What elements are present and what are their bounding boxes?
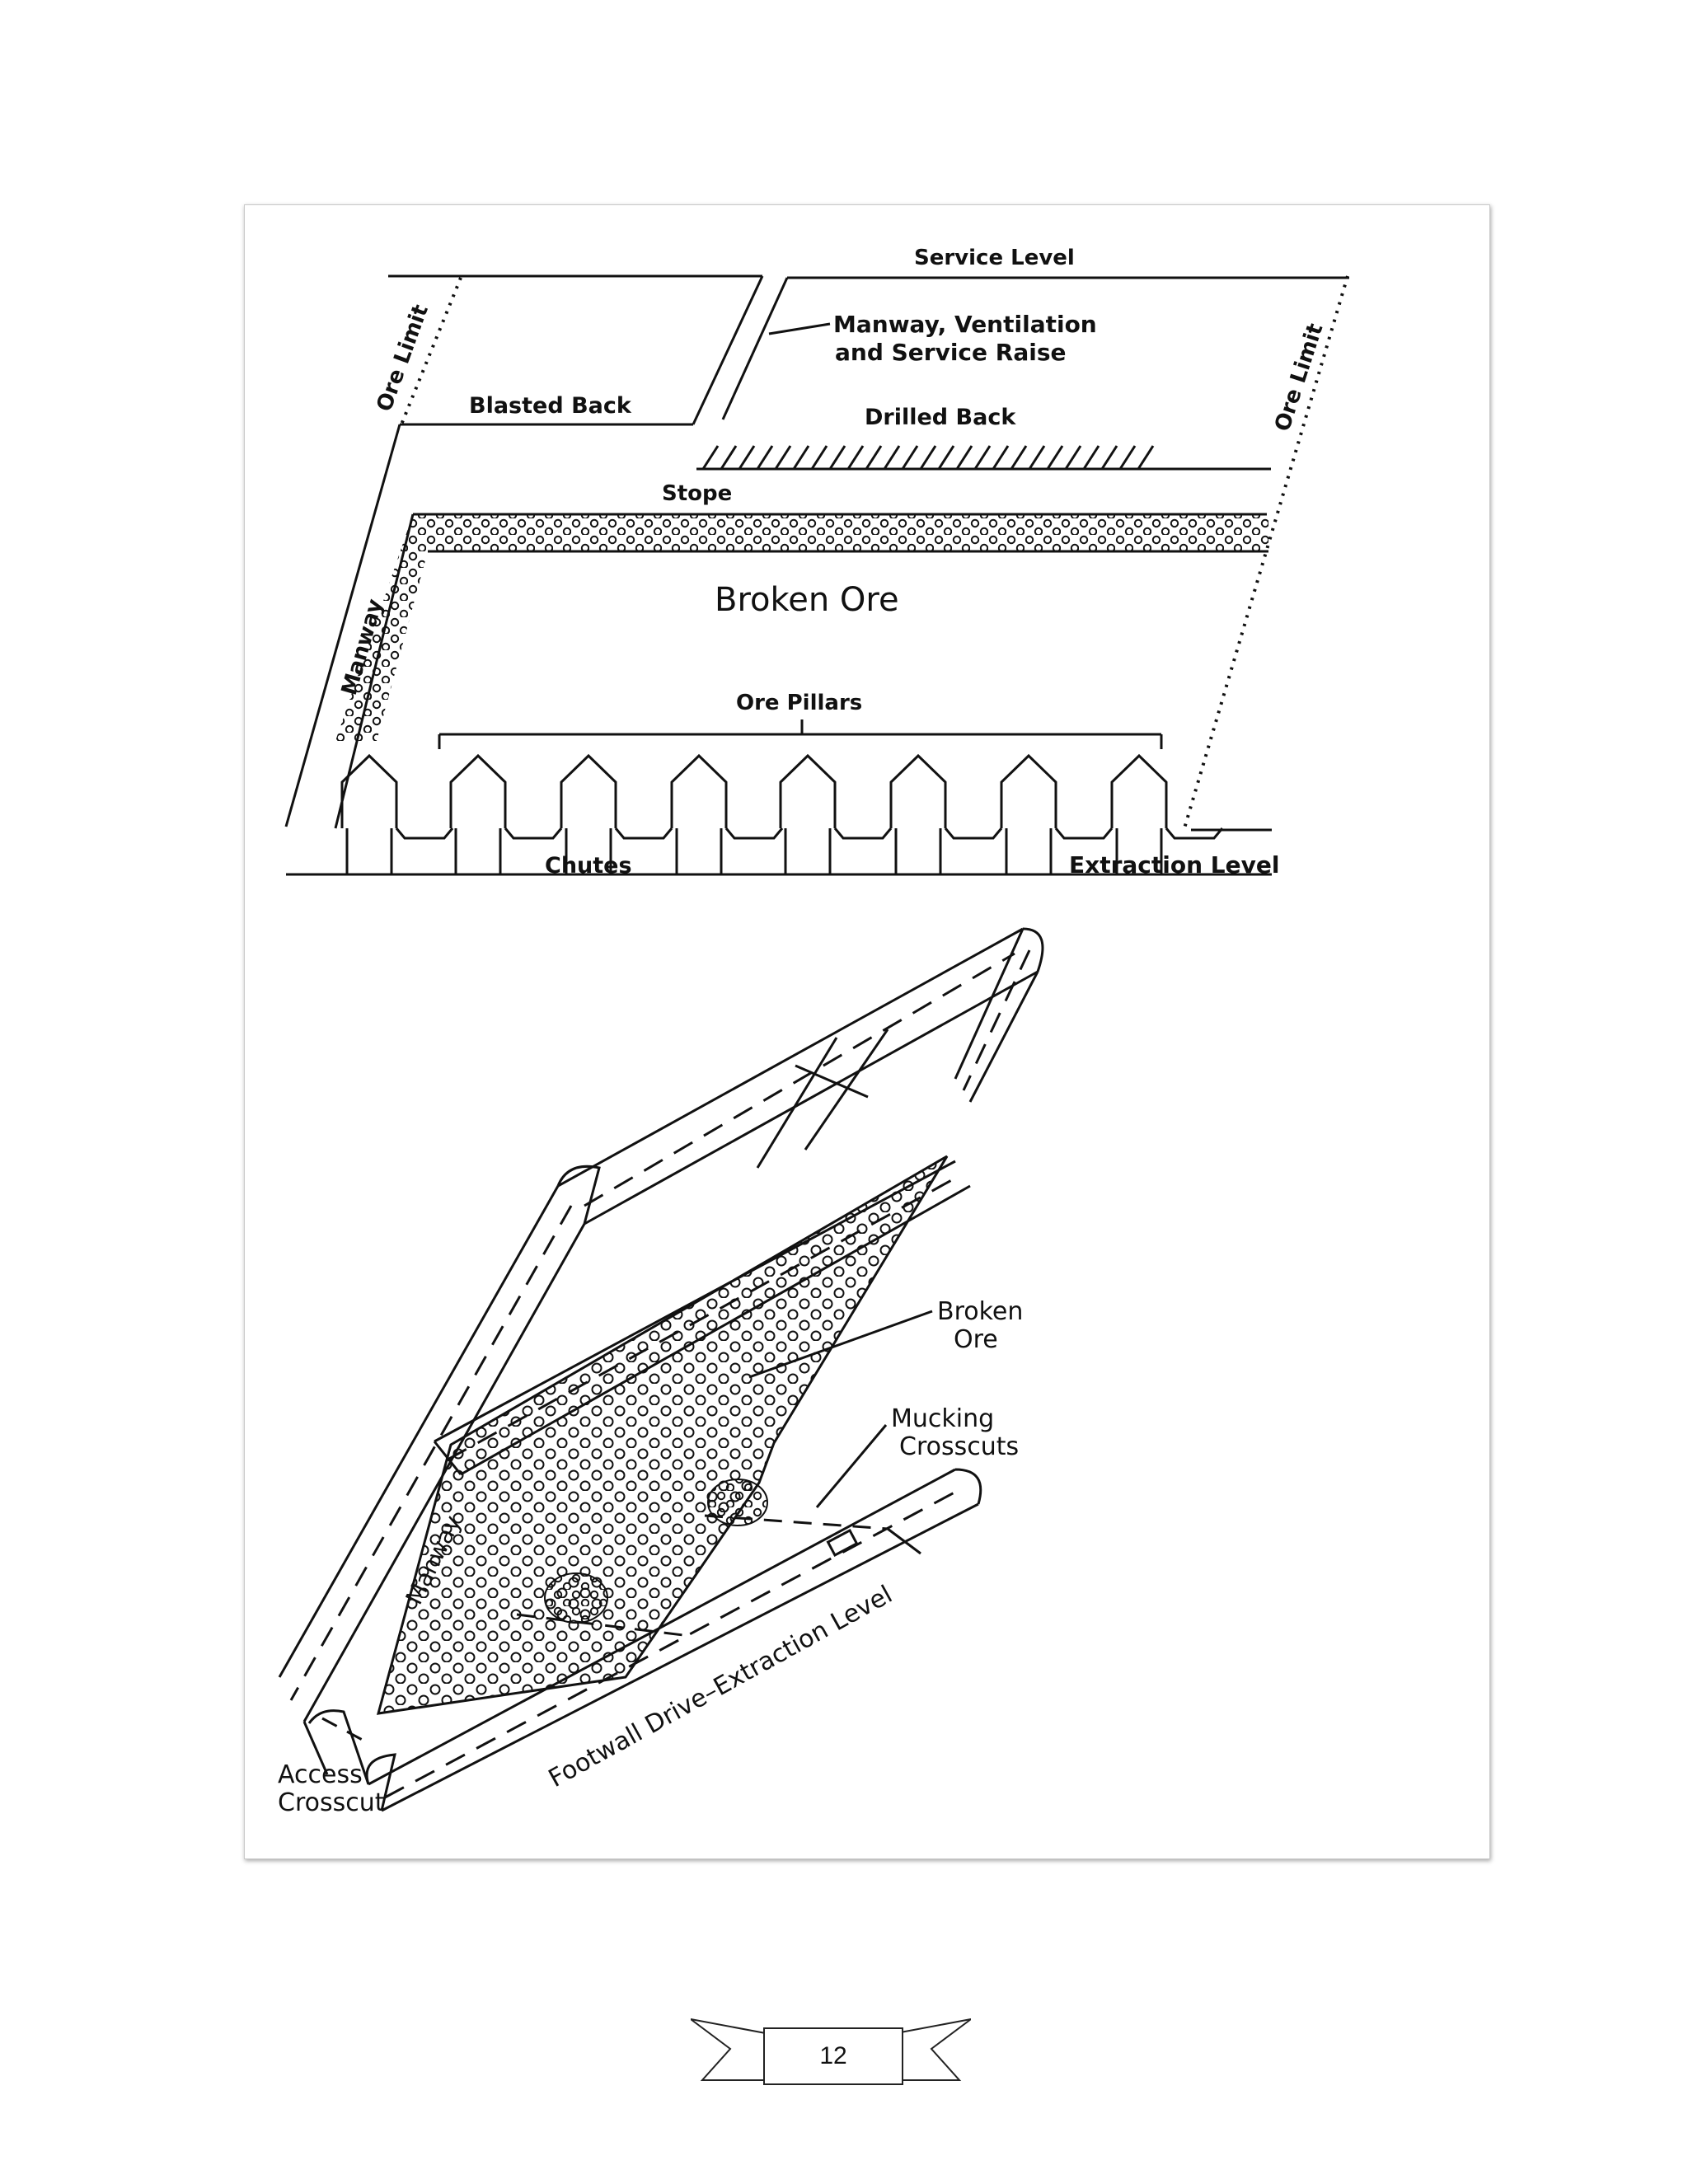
hatch-stroke: [1028, 445, 1046, 470]
label-ore-limit-left: Ore Limit: [372, 302, 434, 415]
hatch-stroke: [919, 445, 937, 470]
hatch-stroke: [1082, 445, 1100, 470]
ore-pillars: [340, 753, 1224, 874]
chute-base: [504, 827, 563, 840]
ore-pillar: [889, 753, 947, 828]
hatch-stroke: [738, 445, 756, 470]
hatch-stroke: [865, 445, 883, 470]
hatch-stroke: [883, 445, 901, 470]
label-raise-line1: Manway, Ventilation: [833, 311, 1097, 338]
chute-base: [395, 827, 454, 840]
page-number: 12: [763, 2027, 903, 2085]
label-access-line1: Access: [278, 1760, 363, 1789]
label-access-line2: Crosscut: [278, 1788, 385, 1817]
ore-pillar: [779, 753, 837, 828]
upper-drive: [556, 927, 1039, 1226]
page-number-banner: [691, 2018, 971, 2081]
label-raise-line2: and Service Raise: [835, 339, 1066, 366]
label-broken-ore-line1: Broken: [937, 1297, 1023, 1326]
figure-frame: Service Level Manway, Ventilation and Se…: [244, 204, 1490, 1859]
ore-pillars-bracket: [438, 719, 1163, 749]
hatch-stroke: [973, 445, 992, 470]
label-mucking-line2: Crosscuts: [899, 1432, 1019, 1461]
hatch-stroke: [1010, 445, 1028, 470]
label-extraction-level: Extraction Level: [1069, 851, 1279, 879]
label-ore-limit-right: Ore Limit: [1270, 321, 1328, 434]
drawpoint-ore-1: [544, 1572, 608, 1624]
label-blasted-back: Blasted Back: [469, 393, 632, 419]
hatch-stroke: [756, 445, 774, 470]
hatch-stroke: [720, 445, 738, 470]
hatch-stroke: [1118, 445, 1137, 470]
hatch-stroke: [1100, 445, 1118, 470]
label-chutes: Chutes: [545, 853, 632, 879]
chute-base: [1054, 827, 1114, 840]
chute-base: [833, 827, 893, 840]
chute-base: [944, 827, 1003, 840]
hatch-stroke: [992, 445, 1010, 470]
iso-broken-ore-body: [376, 1155, 949, 1715]
ore-pillar: [340, 753, 398, 828]
ore-pillar: [560, 753, 617, 828]
hatch-stroke: [828, 445, 846, 470]
hatch-stroke: [810, 445, 828, 470]
hatch-stroke: [774, 445, 792, 470]
hatch-stroke: [955, 445, 973, 470]
label-stope: Stope: [662, 481, 732, 506]
broken-ore-band: [335, 514, 1268, 741]
raise-leader: [768, 322, 831, 335]
ore-pillar: [1110, 753, 1168, 828]
ore-pillar: [1000, 753, 1057, 828]
hatch-stroke: [1137, 445, 1155, 470]
chute-base: [1165, 827, 1224, 840]
label-broken-ore-line2: Ore: [954, 1325, 998, 1354]
drawpoint-ore-2: [707, 1479, 768, 1526]
chute-base: [724, 827, 784, 840]
extraction-level-lines: [286, 828, 1272, 876]
label-mucking-line1: Mucking: [891, 1404, 994, 1433]
banner-right-ribbon: [891, 2018, 971, 2081]
hatch-stroke: [792, 445, 810, 470]
isometric-view: [278, 927, 1044, 1812]
chute-base: [614, 827, 673, 840]
ore-pillar: [449, 753, 507, 828]
mining-diagram: Service Level Manway, Ventilation and Se…: [278, 246, 1349, 1817]
ore-pillar: [670, 753, 728, 828]
drilled-back-hatch: [701, 445, 1155, 470]
hatch-stroke: [1046, 445, 1064, 470]
label-broken-ore-top: Broken Ore: [715, 581, 899, 619]
label-drilled-back: Drilled Back: [865, 405, 1016, 430]
hatch-stroke: [1064, 445, 1082, 470]
label-ore-pillars: Ore Pillars: [736, 691, 862, 715]
banner-left-ribbon: [691, 2018, 771, 2081]
hatch-stroke: [701, 445, 720, 470]
hatch-stroke: [901, 445, 919, 470]
label-service-level: Service Level: [914, 246, 1075, 270]
hatch-stroke: [937, 445, 955, 470]
hatch-stroke: [846, 445, 865, 470]
